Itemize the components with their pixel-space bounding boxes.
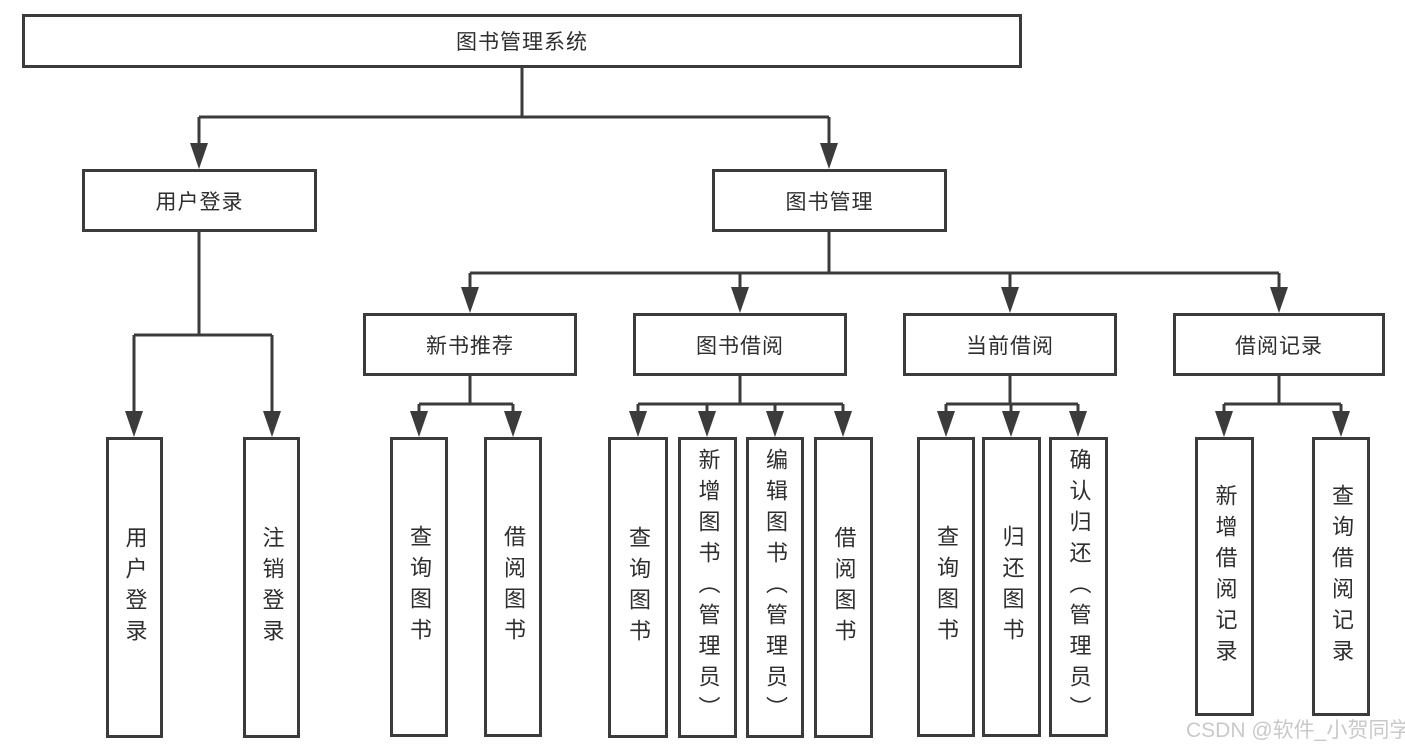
node-borrow-records-label: 借阅记录 — [1235, 334, 1323, 358]
node-book-borrow-label: 图书借阅 — [696, 334, 784, 358]
edge-book-borrow-to-leaves — [636, 376, 845, 415]
leaf-return-books-label: 归还图书 — [999, 525, 1025, 649]
leaf-query-borrow-record-label: 查询借阅记录 — [1329, 483, 1354, 670]
leaf-borrow-books-2-label: 借阅图书 — [831, 525, 857, 650]
leaf-query-books-1-label: 查询图书 — [407, 525, 432, 649]
leaf-user-login-label: 用户登录 — [122, 525, 148, 650]
edge-root-to-level2 — [197, 68, 831, 147]
leaf-query-books-2-label: 查询图书 — [626, 525, 651, 650]
node-root-label: 图书管理系统 — [456, 31, 588, 54]
arrowhead — [190, 143, 208, 169]
leaf-query-borrow-record: 查询借阅记录 — [1312, 437, 1370, 716]
edge-borrow-records-to-leaves — [1222, 376, 1343, 415]
arrowhead — [1069, 411, 1087, 437]
edge-book-management-to-level3 — [468, 232, 1281, 291]
arrowhead — [629, 411, 647, 437]
node-root: 图书管理系统 — [22, 14, 1022, 68]
arrowheads — [125, 143, 1350, 437]
arrowhead — [1270, 287, 1288, 313]
edge-new-book-recommend-to-leaves — [417, 376, 515, 415]
leaf-add-books-admin: 新增图书（管理员） — [678, 437, 737, 738]
leaf-borrow-books-2: 借阅图书 — [814, 437, 873, 738]
leaf-logout-label: 注销登录 — [259, 525, 285, 650]
leaf-add-books-admin-label: 新增图书（管理员） — [695, 448, 721, 727]
leaf-confirm-return-admin-label: 确认归还（管理员） — [1066, 447, 1092, 727]
node-borrow-records: 借阅记录 — [1173, 313, 1385, 376]
arrowhead — [820, 143, 838, 169]
arrowhead — [834, 411, 852, 437]
leaf-query-books-2: 查询图书 — [608, 437, 668, 738]
leaf-add-borrow-record-label: 新增借阅记录 — [1212, 483, 1238, 670]
node-current-borrow-label: 当前借阅 — [966, 334, 1054, 358]
arrowhead — [731, 287, 749, 313]
node-new-book-recommend: 新书推荐 — [363, 313, 577, 376]
node-book-borrow: 图书借阅 — [633, 313, 847, 376]
arrowhead — [504, 411, 522, 437]
leaf-return-books: 归还图书 — [982, 437, 1041, 737]
arrowhead — [766, 411, 784, 437]
edge-user-login-to-leaves — [132, 232, 274, 415]
arrowhead — [1332, 411, 1350, 437]
arrowhead — [698, 411, 716, 437]
node-book-management-label: 图书管理 — [785, 190, 874, 214]
arrowhead — [1215, 411, 1233, 437]
node-user-login-label: 用户登录 — [155, 190, 244, 214]
csdn-watermark: CSDN @软件_小贺同学 — [1186, 719, 1405, 742]
leaf-query-books-1: 查询图书 — [390, 437, 448, 737]
arrowhead — [410, 411, 428, 437]
leaf-logout: 注销登录 — [243, 437, 300, 738]
leaf-user-login: 用户登录 — [106, 437, 163, 738]
arrowhead — [1001, 287, 1019, 313]
leaf-borrow-books-1-label: 借阅图书 — [501, 525, 526, 649]
node-book-management: 图书管理 — [712, 169, 947, 232]
node-user-login: 用户登录 — [82, 169, 317, 232]
edge-current-borrow-to-leaves — [944, 376, 1080, 415]
leaf-query-books-3: 查询图书 — [917, 437, 975, 737]
leaf-confirm-return-admin: 确认归还（管理员） — [1049, 437, 1108, 737]
arrowhead — [461, 287, 479, 313]
node-current-borrow: 当前借阅 — [903, 313, 1117, 376]
node-new-book-recommend-label: 新书推荐 — [426, 334, 514, 358]
arrowhead — [937, 411, 955, 437]
arrowhead — [263, 411, 281, 437]
leaf-add-borrow-record: 新增借阅记录 — [1195, 437, 1254, 716]
leaf-query-books-3-label: 查询图书 — [934, 525, 959, 649]
leaf-edit-books-admin-label: 编辑图书（管理员） — [763, 448, 788, 727]
leaf-borrow-books-1: 借阅图书 — [484, 437, 542, 737]
leaf-edit-books-admin: 编辑图书（管理员） — [746, 437, 804, 738]
arrowhead — [1002, 411, 1020, 437]
arrowhead — [125, 411, 143, 437]
